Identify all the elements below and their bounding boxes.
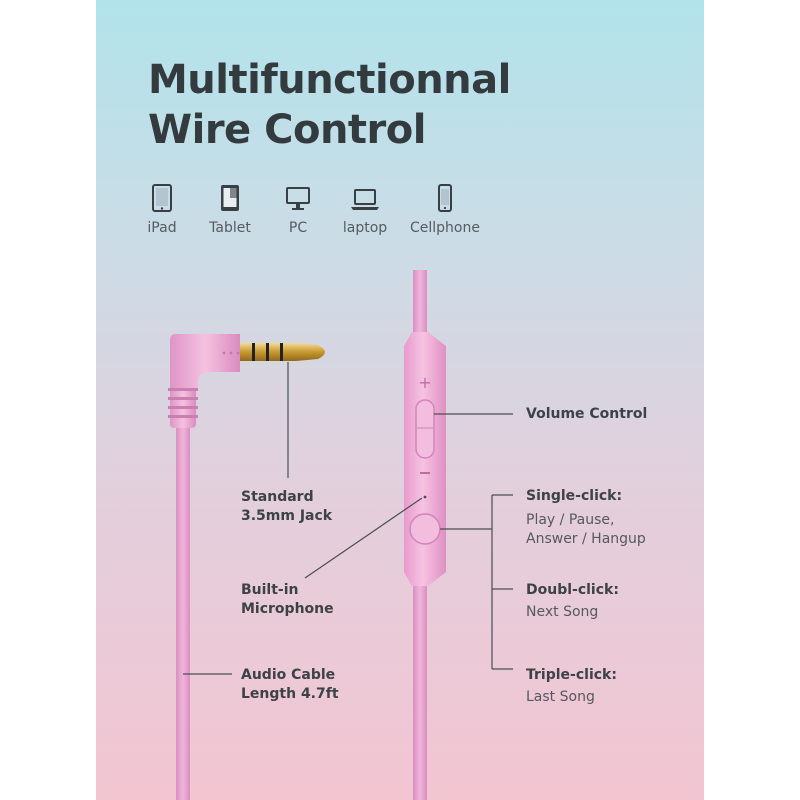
device-label: PC — [288, 220, 308, 236]
device-pc: PC — [258, 182, 338, 236]
device-label: Cellphone — [410, 220, 480, 236]
cable-label-2: Length 4.7ft — [241, 686, 339, 702]
callout-lines — [183, 362, 513, 675]
device-label: laptop — [342, 220, 388, 236]
jack-plug-body — [170, 334, 240, 388]
pc-monitor-icon — [286, 187, 310, 210]
triple-click-heading: Triple-click: — [526, 667, 617, 683]
ipad-icon — [152, 184, 172, 212]
title-line-2: Wire Control — [148, 107, 426, 153]
device-ipad: iPad — [122, 182, 202, 236]
jack-label-2: 3.5mm Jack — [241, 508, 333, 524]
jack-label-1: Standard — [241, 489, 314, 505]
device-label: iPad — [147, 220, 177, 236]
mic-label-2: Microphone — [241, 601, 334, 617]
double-click-line-1: Next Song — [526, 604, 599, 620]
triple-click-line-1: Last Song — [526, 689, 595, 705]
cable-label-1: Audio Cable — [241, 667, 336, 683]
single-click-line-2: Answer / Hangup — [526, 531, 646, 547]
device-tablet: Tablet — [190, 182, 270, 236]
cellphone-icon — [438, 184, 452, 212]
tablet-icon — [221, 185, 239, 211]
double-click-heading: Doubl-click: — [526, 582, 619, 598]
svg-text:+: + — [418, 373, 431, 392]
device-cellphone: Cellphone — [405, 182, 485, 236]
device-laptop: laptop — [325, 182, 405, 236]
volume-control-label: Volume Control — [526, 406, 648, 422]
jack-strain-relief — [168, 380, 198, 428]
title-line-1: Multifunctionnal — [148, 57, 511, 103]
left-cable — [176, 400, 190, 800]
gold-jack-pin — [240, 343, 325, 361]
single-click-heading: Single-click: — [526, 488, 623, 504]
device-label: Tablet — [209, 220, 251, 236]
single-click-line-1: Play / Pause, — [526, 512, 615, 528]
laptop-icon — [351, 189, 379, 210]
inline-remote: + — [404, 332, 446, 586]
mic-label-1: Built-in — [241, 582, 299, 598]
